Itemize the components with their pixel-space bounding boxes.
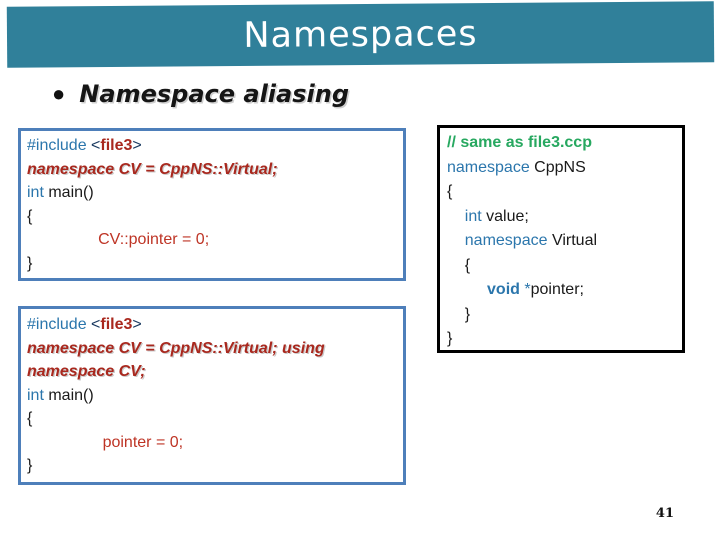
code-span: namespace bbox=[447, 158, 535, 176]
code-line: } bbox=[447, 327, 675, 352]
code-span: int bbox=[27, 184, 49, 201]
code-line: } bbox=[27, 454, 397, 478]
code-line: namespace Virtual bbox=[447, 229, 675, 254]
code-span: file3 bbox=[100, 316, 133, 333]
code-line: namespace CV; bbox=[27, 360, 397, 384]
code-span: namespace CV; bbox=[27, 363, 146, 380]
code-span: Virtual bbox=[551, 232, 598, 249]
code-line: CV::pointer = 0; bbox=[27, 228, 397, 252]
code-span: } bbox=[447, 305, 471, 323]
code-line: #include <file3> bbox=[27, 134, 397, 158]
code-span bbox=[27, 231, 98, 248]
code-span: * bbox=[524, 281, 531, 298]
code-span: CV::pointer = 0; bbox=[98, 231, 210, 248]
code-line: { bbox=[27, 205, 397, 229]
code-span bbox=[447, 208, 465, 225]
code-line: { bbox=[27, 407, 397, 431]
page-number: 41 bbox=[655, 506, 674, 521]
code-span: > bbox=[132, 137, 142, 154]
code-line: void *pointer; bbox=[447, 278, 675, 303]
code-line: pointer = 0; bbox=[27, 431, 397, 455]
code-span: pointer; bbox=[530, 281, 584, 298]
code-span: < bbox=[91, 137, 101, 154]
code-span: // same as file3.ccp bbox=[447, 134, 592, 151]
code-span: value; bbox=[486, 207, 529, 225]
code-line: namespace CV = CppNS::Virtual; bbox=[27, 158, 397, 182]
code-span: int bbox=[464, 207, 487, 225]
code-span: namespace bbox=[464, 232, 552, 249]
code-span: main() bbox=[48, 184, 94, 201]
code-span: { bbox=[27, 410, 33, 427]
code-span bbox=[447, 232, 465, 249]
code-span: file3 bbox=[100, 137, 133, 154]
code-span: namespace CV = CppNS::Virtual; bbox=[27, 160, 278, 178]
code-span: pointer = 0; bbox=[102, 433, 184, 451]
code-line: namespace CV = CppNS::Virtual; using bbox=[27, 337, 397, 361]
slide-title: Namespaces bbox=[243, 13, 478, 56]
code-span: } bbox=[27, 457, 33, 474]
code-line: #include <file3> bbox=[27, 313, 397, 337]
code-span bbox=[447, 281, 487, 298]
code-span: { bbox=[447, 183, 453, 200]
code-box-file3-contents: // same as file3.ccp namespace CppNS { int… bbox=[437, 125, 685, 353]
code-span: } bbox=[27, 254, 33, 272]
code-box-namespace-alias-using: #include <file3>namespace CV = CppNS::Vi… bbox=[18, 306, 406, 485]
code-span: } bbox=[447, 330, 453, 347]
code-span: main() bbox=[48, 386, 94, 404]
code-span: int bbox=[27, 386, 49, 404]
code-span: < bbox=[91, 316, 101, 333]
code-span: #include bbox=[27, 137, 92, 154]
code-line: } bbox=[447, 303, 675, 328]
code-span: > bbox=[132, 316, 142, 333]
code-line: int main() bbox=[27, 181, 397, 205]
code-box-namespace-alias: #include <file3>namespace CV = CppNS::Vi… bbox=[18, 128, 406, 281]
code-line: namespace CppNS bbox=[447, 156, 675, 181]
code-span: #include bbox=[27, 316, 92, 333]
code-span: void bbox=[487, 281, 525, 298]
code-span: { bbox=[447, 256, 471, 274]
code-line: { bbox=[447, 254, 675, 279]
code-span: CppNS bbox=[534, 158, 586, 176]
code-line: int value; bbox=[447, 205, 675, 230]
bullet-row: ● Namespace aliasing bbox=[52, 80, 349, 108]
code-span bbox=[27, 434, 103, 451]
code-span: namespace CV = CppNS::Virtual; using bbox=[27, 339, 325, 357]
code-line: { bbox=[447, 180, 675, 205]
bullet-text: Namespace aliasing bbox=[79, 80, 350, 108]
code-line: } bbox=[27, 252, 397, 276]
code-line: // same as file3.ccp bbox=[447, 131, 675, 156]
title-band: Namespaces bbox=[6, 1, 715, 68]
code-line: int main() bbox=[27, 384, 397, 408]
bullet-icon: ● bbox=[52, 81, 66, 106]
code-span: { bbox=[27, 207, 33, 225]
